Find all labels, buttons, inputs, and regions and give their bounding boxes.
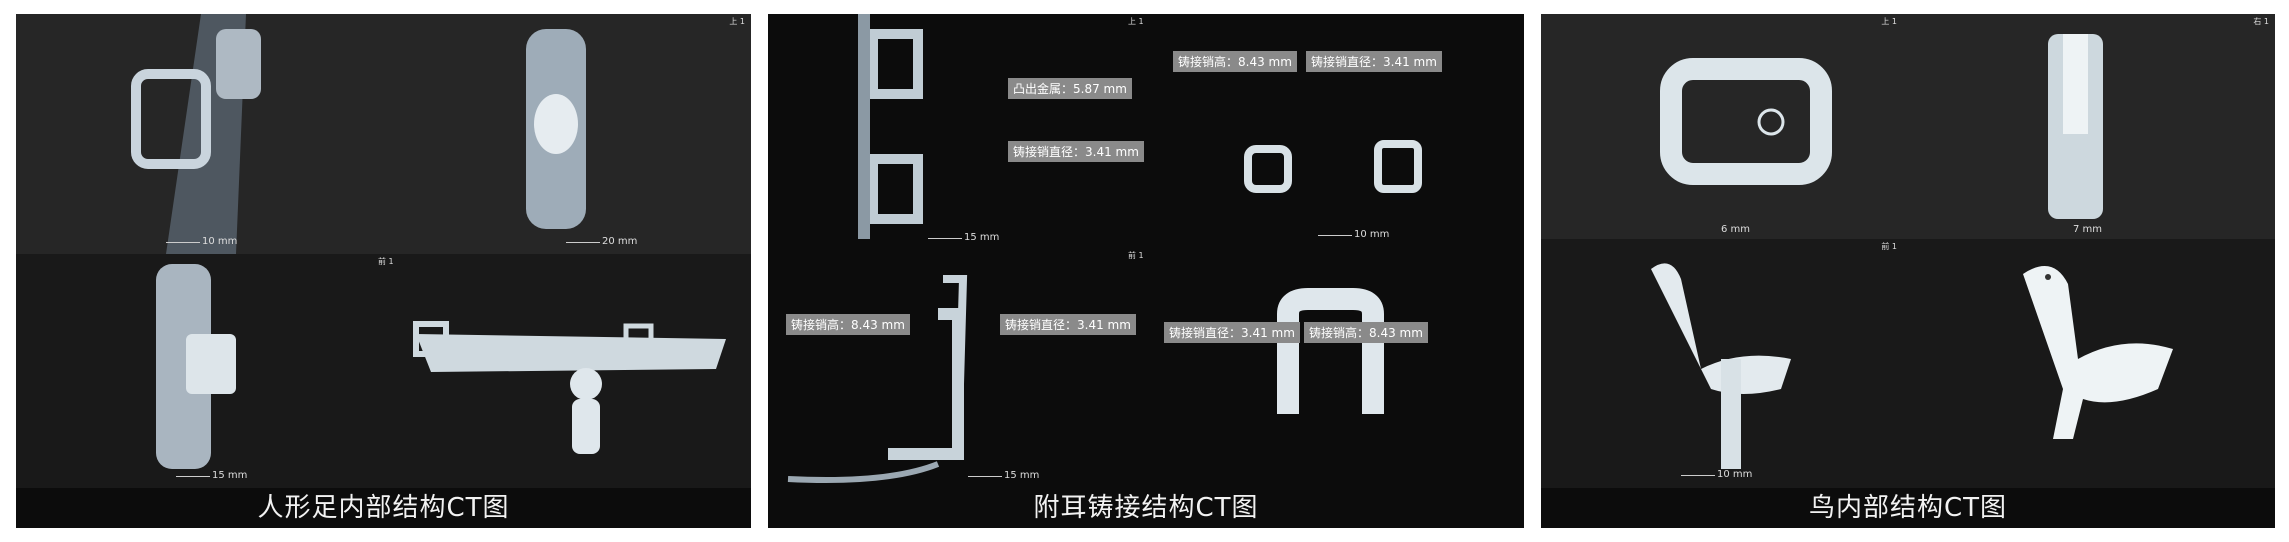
panel-caption: 人形足内部结构CT图 (257, 493, 510, 523)
ct-panel-handle-joint: 上 1 前 1 凸出金属：5.87 mm 铸接销直径：3.41 mm 铸接销高：… (768, 14, 1524, 528)
scale-bar: 15 mm (176, 470, 247, 481)
view-tag: 上 1 (729, 17, 745, 26)
ct-slice-top-left: 10 mm (16, 14, 376, 254)
ct-foot-slice-graphic-3 (156, 264, 236, 469)
ct-bird-slice-graphic-3 (1651, 263, 1791, 469)
ct-foot-slice-graphic-1 (131, 14, 261, 254)
ct-panel-bird: 上 1 6 mm 右 1 7 mm 前 1 10 mm 鸟内部结构CT图 (1541, 14, 2275, 528)
ct-slice-bottom-left: 前 1 10 mm (1541, 239, 1903, 488)
ct-render-bird (1903, 239, 2275, 488)
view-tag: 右 1 (2253, 17, 2269, 26)
view-tag: 前 1 (1881, 242, 1897, 251)
ct-render-dish: 前 1 (376, 254, 751, 488)
label-pin-height: 铸接销高：8.43 mm (1304, 322, 1428, 343)
label-bump-metal: 凸出金属：5.87 mm (1008, 78, 1132, 99)
label-pin-diameter: 铸接销直径：3.41 mm (1008, 141, 1144, 162)
label-pin-diameter: 铸接销直径：3.41 mm (1164, 322, 1300, 343)
ct-bird-slice-graphic-1 (1660, 58, 1832, 185)
view-tag: 上 1 (1881, 17, 1897, 26)
panel-caption: 附耳铸接结构CT图 (1033, 493, 1259, 523)
ct-bird-slice-graphic-2 (2048, 34, 2103, 219)
ct-slice-top-right: 右 1 7 mm (1903, 14, 2275, 239)
scale-bar: 10 mm (1318, 229, 1389, 240)
view-tag: 前 1 (378, 257, 394, 266)
ct-foot-slice-graphic-2 (526, 29, 586, 229)
scale-bar: 20 mm (566, 236, 637, 247)
label-pin-height: 铸接销高：8.43 mm (786, 314, 910, 335)
scale-bar: 15 mm (968, 470, 1039, 481)
ct-slice-bottom-left: 15 mm (16, 254, 376, 488)
label-pin-height: 铸接销高：8.43 mm (1173, 51, 1297, 72)
scale-bar: 10 mm (1681, 469, 1752, 480)
ct-dish-render-graphic (413, 321, 726, 454)
label-pin-diameter: 铸接销直径：3.41 mm (1000, 314, 1136, 335)
ct-slice-top-right: 上 1 20 mm (376, 14, 751, 254)
panel-caption: 鸟内部结构CT图 (1808, 493, 2008, 523)
scale-bar: 10 mm (166, 236, 237, 247)
ct-handle-joint-graphic (787, 14, 1422, 483)
scale-bar: 7 mm (2073, 224, 2103, 235)
view-tag: 前 1 (1128, 251, 1144, 260)
ct-slice-top-left: 上 1 6 mm (1541, 14, 1903, 239)
ct-bird-render-graphic (2023, 266, 2173, 439)
label-pin-diameter: 铸接销直径：3.41 mm (1306, 51, 1442, 72)
ct-panel-human-foot: 10 mm 上 1 20 mm 15 mm 前 1 人形足内部结构CT图 (16, 14, 751, 528)
scale-bar: 15 mm (928, 232, 999, 243)
view-tag: 上 1 (1128, 17, 1144, 26)
scale-bar: 6 mm (1721, 224, 1751, 235)
